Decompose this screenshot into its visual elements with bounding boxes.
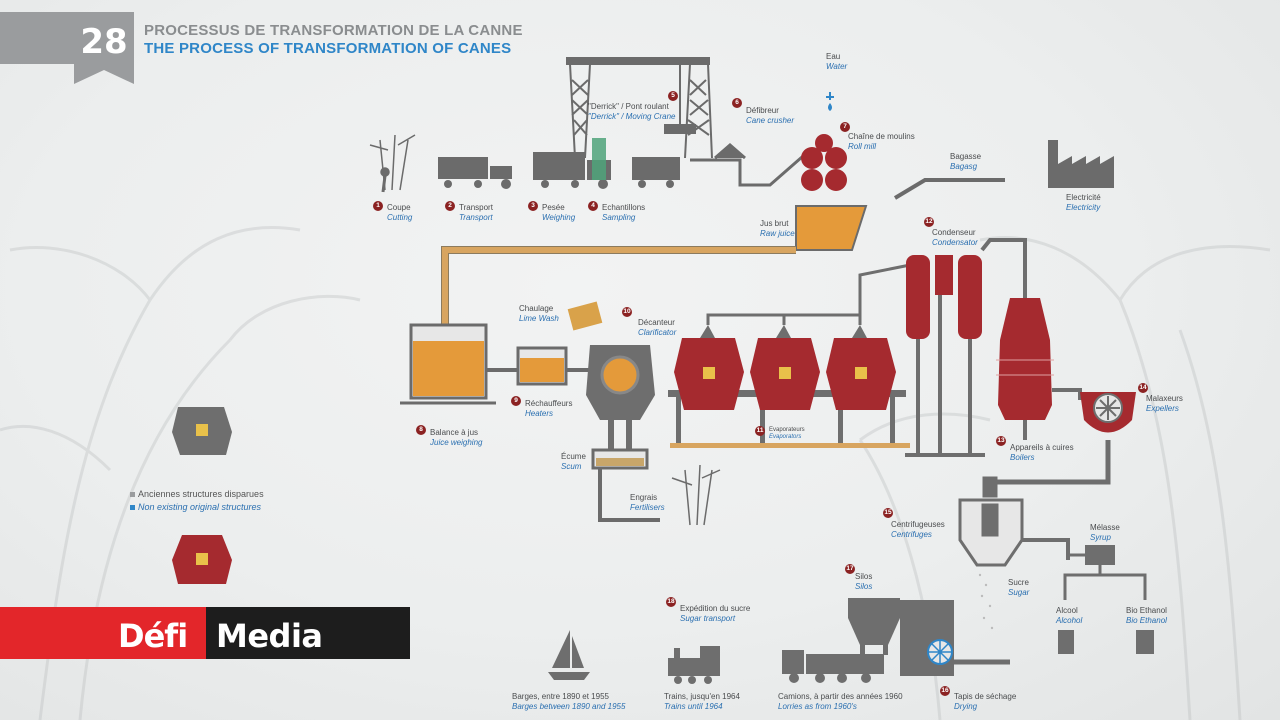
lime-bag-icon [567,301,603,331]
logo-text-media: Media [216,617,323,655]
step-number-badge: 15 [883,508,893,518]
transport-trucks-illustration [438,138,680,189]
logo-text-defi: Défi [118,617,188,655]
label-derrick: "Derrick" / Pont roulant"Derrick" / Movi… [588,102,676,121]
sugar-falling-dots [978,573,994,630]
legend-text-en: Non existing original structures [138,502,262,512]
title-english: THE PROCESS OF TRANSFORMATION OF CANES [144,40,512,57]
step-number-badge: 10 [622,307,632,317]
step-number-badge: 14 [1138,383,1148,393]
step-number-badge: 17 [845,564,855,574]
cane-cutting-illustration [369,134,416,193]
clarificator-illustration [586,345,655,450]
step-number-badge: 1 [373,201,383,211]
step-number-badge: 2 [445,201,455,211]
roll-mill-illustration [801,134,847,191]
step-number-badge: 5 [668,91,678,101]
legend-red-evaporator-icon [172,535,232,584]
panel-number: 28 [80,22,128,62]
electricity-factory-icon [1048,140,1114,188]
defi-media-logo: Défi Media [0,607,410,659]
cane-crusher-illustration [690,143,811,187]
boiler-illustration [998,298,1052,420]
lorry-illustration [782,650,884,683]
derrick-crane-illustration [566,57,713,159]
legend-text-fr: Anciennes structures disparues [138,489,264,499]
bio-ethanol-tank [1136,630,1154,654]
step-number-badge: 16 [940,686,950,696]
step-number-badge: 12 [924,217,934,227]
fertiliser-cane-icon [671,464,721,526]
juice-pipeline [441,246,796,325]
step-number-badge: 18 [666,597,676,607]
syrup-tank [1085,545,1115,565]
condenser-illustration [906,255,982,339]
train-illustration [668,646,720,684]
step-number-badge: 8 [416,425,426,435]
expeller-illustration [1080,392,1136,433]
bagasse-conveyor [893,178,1005,200]
step-number-badge: 4 [588,201,598,211]
step-number-badge: 3 [528,201,538,211]
legend: Anciennes structures disparues Non exist… [130,488,264,514]
alcohol-tank [1058,630,1074,654]
title-french: PROCESSUS DE TRANSFORMATION DE LA CANNE [144,22,523,39]
step-number-badge: 11 [755,426,765,436]
centrifuge-illustration [958,476,1024,567]
step-number-badge: 9 [511,396,521,406]
legend-grey-evaporator-icon [172,407,232,455]
barge-sailboat-illustration [548,630,590,680]
step-number-badge: 6 [732,98,742,108]
step-number-badge: 13 [996,436,1006,446]
water-tap-icon [826,92,834,100]
raw-juice-tank [795,205,868,251]
step-number-badge: 7 [840,122,850,132]
